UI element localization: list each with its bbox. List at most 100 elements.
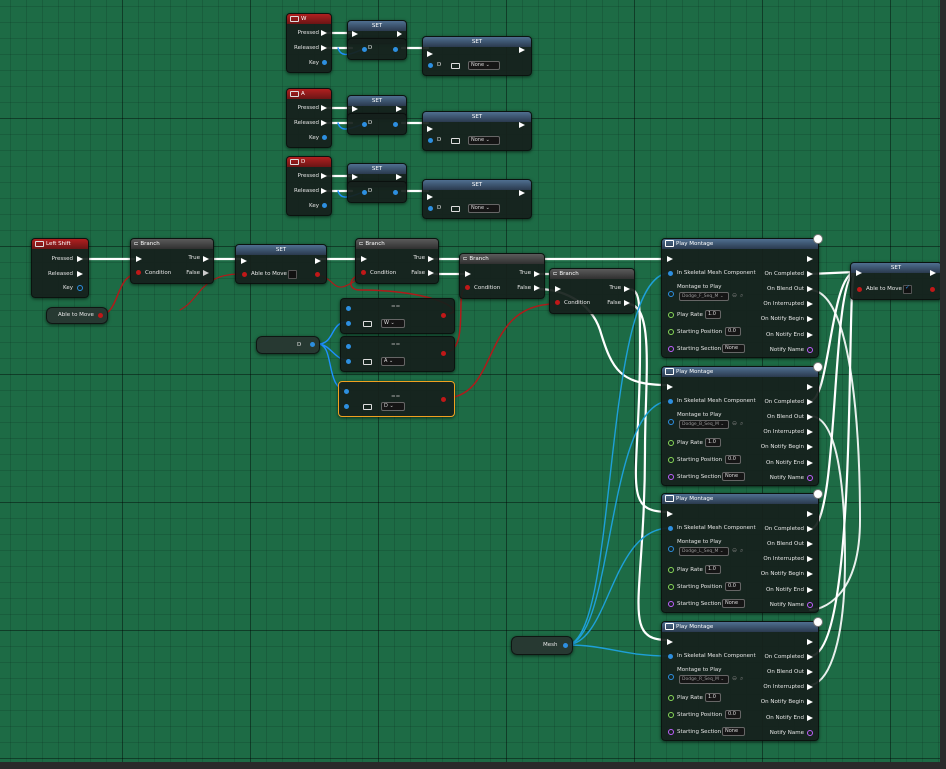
montage-to-play-pin[interactable] xyxy=(668,546,674,552)
on-blend-out-pin[interactable] xyxy=(807,541,813,547)
equals-b-pin[interactable] xyxy=(344,404,349,409)
key-d-key-pin[interactable] xyxy=(322,203,327,208)
set-able-to-move-out-pin[interactable] xyxy=(930,287,935,292)
comment-bubble-icon[interactable] xyxy=(813,489,823,499)
on-interrupted-pin[interactable] xyxy=(807,556,813,562)
set-d-none-node-a[interactable]: SET D None ⌄ xyxy=(422,111,532,151)
starting-section-pin[interactable] xyxy=(668,729,674,735)
montage-exec-out-pin[interactable] xyxy=(807,256,813,262)
equals-node-a[interactable]: == A ⌄ xyxy=(340,336,455,372)
browse-asset-icon[interactable]: ⊖ xyxy=(732,292,738,299)
set-d-none-node-d[interactable]: SET D None ⌄ xyxy=(422,179,532,219)
set-able-to-move-out-pin[interactable] xyxy=(315,272,320,277)
set-d-in-pin[interactable] xyxy=(362,47,367,52)
key-w-pressed-pin[interactable] xyxy=(321,30,327,36)
starting-position-input[interactable]: 0.0 xyxy=(725,455,741,464)
equals-a-pin[interactable] xyxy=(346,306,351,311)
branch-true-pin[interactable] xyxy=(428,256,434,262)
on-blend-out-pin[interactable] xyxy=(807,669,813,675)
branch-false-pin[interactable] xyxy=(203,270,209,276)
branch-exec-in-pin[interactable] xyxy=(361,256,367,262)
set-exec-out-pin[interactable] xyxy=(315,258,321,264)
starting-position-input[interactable]: 0.0 xyxy=(725,582,741,591)
set-d-out-pin[interactable] xyxy=(393,190,398,195)
set-d-pin[interactable] xyxy=(428,138,433,143)
equals-b-pin[interactable] xyxy=(346,359,351,364)
comment-bubble-icon[interactable] xyxy=(813,362,823,372)
branch-true-pin[interactable] xyxy=(203,256,209,262)
set-able-to-move-in-pin[interactable] xyxy=(242,272,247,277)
key-d-released-pin[interactable] xyxy=(321,188,327,194)
montage-exec-in-pin[interactable] xyxy=(667,511,673,517)
montage-asset-dropdown[interactable]: Dodge_R_Seq_M ⌄ xyxy=(679,675,729,684)
branch-exec-in-pin[interactable] xyxy=(136,256,142,262)
key-a-pressed-pin[interactable] xyxy=(321,105,327,111)
play-rate-pin[interactable] xyxy=(668,312,674,318)
able-to-move-getter[interactable]: Able to Move xyxy=(46,307,108,324)
equals-node-w[interactable]: == W ⌄ xyxy=(340,298,455,334)
starting-position-pin[interactable] xyxy=(668,712,674,718)
montage-asset-dropdown[interactable]: Dodge_B_Seq_M ⌄ xyxy=(679,420,729,429)
equals-a-pin[interactable] xyxy=(346,344,351,349)
set-d-none-node-w[interactable]: SET D None ⌄ xyxy=(422,36,532,76)
set-exec-in-pin[interactable] xyxy=(427,126,433,132)
key-w-released-pin[interactable] xyxy=(321,45,327,51)
set-exec-out-pin[interactable] xyxy=(519,122,525,128)
in-mesh-pin[interactable] xyxy=(668,399,673,404)
d-variable-getter[interactable]: D xyxy=(256,336,320,354)
set-exec-out-pin[interactable] xyxy=(930,270,936,276)
in-mesh-pin[interactable] xyxy=(668,526,673,531)
play-rate-pin[interactable] xyxy=(668,567,674,573)
play-rate-pin[interactable] xyxy=(668,440,674,446)
on-completed-pin[interactable] xyxy=(807,654,813,660)
on-interrupted-pin[interactable] xyxy=(807,429,813,435)
montage-to-play-pin[interactable] xyxy=(668,291,674,297)
starting-section-pin[interactable] xyxy=(668,474,674,480)
notify-name-pin[interactable] xyxy=(807,602,813,608)
key-w-key-pin[interactable] xyxy=(322,60,327,65)
starting-section-input[interactable]: None xyxy=(722,727,745,736)
equals-key-dropdown[interactable]: A ⌄ xyxy=(381,357,405,366)
branch-condition-pin[interactable] xyxy=(361,270,366,275)
search-asset-icon[interactable]: ⌕ xyxy=(740,292,744,299)
branch-node-1[interactable]: ⊏ Branch True Condition False xyxy=(130,238,214,284)
montage-exec-out-pin[interactable] xyxy=(807,511,813,517)
set-d-out-pin[interactable] xyxy=(393,47,398,52)
left-shift-released-pin[interactable] xyxy=(77,271,83,277)
set-exec-out-pin[interactable] xyxy=(519,190,525,196)
set-exec-in-pin[interactable] xyxy=(427,51,433,57)
comment-bubble-icon[interactable] xyxy=(813,234,823,244)
montage-exec-in-pin[interactable] xyxy=(667,639,673,645)
starting-section-input[interactable]: None xyxy=(722,344,745,353)
branch-condition-pin[interactable] xyxy=(465,285,470,290)
on-notify-begin-pin[interactable] xyxy=(807,571,813,577)
on-notify-end-pin[interactable] xyxy=(807,332,813,338)
branch-condition-pin[interactable] xyxy=(555,300,560,305)
starting-position-pin[interactable] xyxy=(668,584,674,590)
left-shift-key-pin[interactable] xyxy=(77,285,83,291)
set-exec-in-pin[interactable] xyxy=(352,174,358,180)
branch-node-4[interactable]: ⊏ Branch True Condition False xyxy=(549,268,635,314)
branch-true-pin[interactable] xyxy=(534,271,540,277)
browse-asset-icon[interactable]: ⊖ xyxy=(732,675,738,682)
mesh-variable-getter[interactable]: Mesh xyxy=(511,636,573,655)
key-select-dropdown[interactable]: None ⌄ xyxy=(468,204,500,213)
mesh-variable-out-pin[interactable] xyxy=(563,643,568,648)
able-to-move-checkbox[interactable] xyxy=(288,270,297,279)
set-d-out-pin[interactable] xyxy=(393,122,398,127)
starting-section-input[interactable]: None xyxy=(722,472,745,481)
equals-b-pin[interactable] xyxy=(346,321,351,326)
set-exec-out-pin[interactable] xyxy=(519,47,525,53)
montage-asset-dropdown[interactable]: Dodge_L_Seq_M ⌄ xyxy=(679,547,729,556)
set-able-to-move-in-pin[interactable] xyxy=(857,287,862,292)
left-shift-pressed-pin[interactable] xyxy=(77,256,83,262)
in-mesh-pin[interactable] xyxy=(668,654,673,659)
on-completed-pin[interactable] xyxy=(807,526,813,532)
on-interrupted-pin[interactable] xyxy=(807,684,813,690)
browse-asset-icon[interactable]: ⊖ xyxy=(732,547,738,554)
starting-section-pin[interactable] xyxy=(668,601,674,607)
branch-false-pin[interactable] xyxy=(534,285,540,291)
